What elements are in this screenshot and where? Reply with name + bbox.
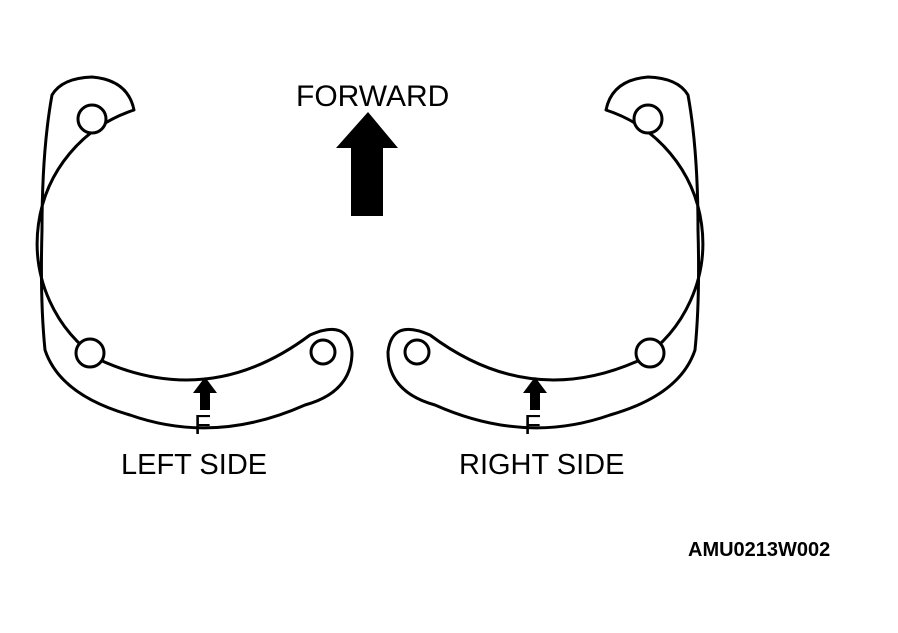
left-shim-hole-bottom xyxy=(74,337,106,369)
left-shim-hole-top xyxy=(76,103,108,135)
right-shim xyxy=(386,75,705,430)
figure-code: AMU0213W002 xyxy=(688,539,831,561)
left-f-mark: F xyxy=(194,409,212,440)
left-shim-hole-tip xyxy=(309,338,337,366)
forward-arrow-icon xyxy=(336,112,398,216)
left-shim xyxy=(35,75,354,430)
right-f-mark: F xyxy=(524,409,542,440)
right-shim-hole-tip xyxy=(403,338,431,366)
forward-label: FORWARD xyxy=(296,80,450,113)
left-side-label: LEFT SIDE xyxy=(121,449,268,481)
right-shim-hole-bottom xyxy=(634,337,666,369)
right-f-arrow-icon xyxy=(523,377,547,410)
right-side-label: RIGHT SIDE xyxy=(459,449,625,481)
right-shim-hole-top xyxy=(632,103,664,135)
left-f-arrow-icon xyxy=(193,377,217,410)
